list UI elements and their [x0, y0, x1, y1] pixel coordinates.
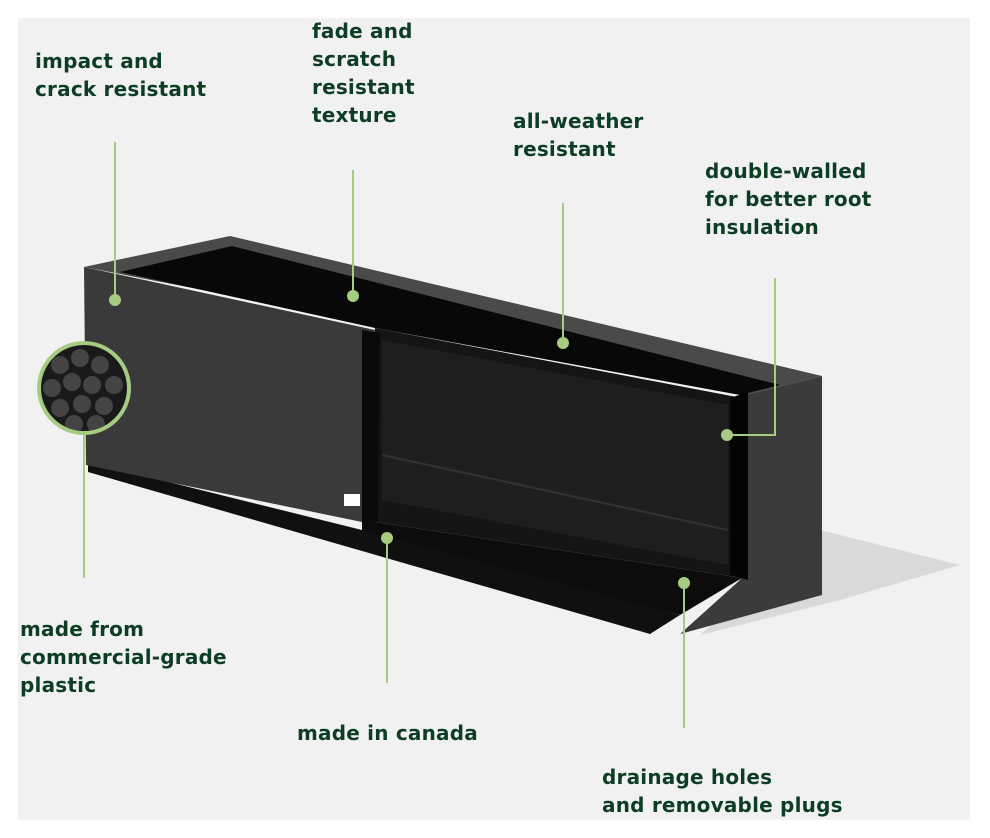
callout-text: texture — [312, 103, 397, 127]
callout-dots — [109, 290, 733, 589]
planter-cut-edge — [362, 330, 380, 522]
callout-text: plastic — [20, 673, 97, 697]
texture-magnifier — [37, 341, 131, 435]
callout-text: impact and — [35, 49, 163, 73]
brand-label — [344, 494, 360, 506]
callout-text: commercial-grade — [20, 645, 227, 669]
callout-text: double-walled — [705, 159, 867, 183]
callout-text: made from — [20, 617, 145, 641]
callout-text: scratch — [312, 47, 397, 71]
callout-weather: all-weather resistant — [513, 107, 643, 163]
planter-floor-base — [362, 520, 742, 615]
planter-right-end — [680, 376, 822, 634]
planter-front-bottom — [88, 462, 680, 634]
callout-text: crack resistant — [35, 77, 207, 101]
callout-text: insulation — [705, 215, 819, 239]
callout-double-walled: double-walled for better root insulation — [705, 157, 872, 241]
callout-lines — [83, 142, 776, 728]
liner-edge — [381, 454, 729, 531]
callout-text: all-weather — [513, 109, 644, 133]
planter-left-panel — [84, 267, 375, 522]
callout-text: drainage holes — [602, 765, 773, 789]
callout-impact: impact and crack resistant — [35, 47, 206, 103]
callout-text: for better root — [705, 187, 872, 211]
callout-text: made in canada — [297, 721, 478, 745]
planter-back-wall — [120, 246, 780, 395]
callout-drainage: drainage holes and removable plugs — [602, 763, 843, 819]
callout-text: resistant — [312, 75, 415, 99]
callout-fade: fade and scratch resistant texture — [312, 17, 415, 129]
callout-text: resistant — [513, 137, 616, 161]
inner-liner — [382, 340, 728, 565]
callout-text: and removable plugs — [602, 793, 843, 817]
planter-right-wall-inner — [730, 392, 748, 580]
callout-canada: made in canada — [297, 719, 478, 747]
callout-text: fade and — [312, 19, 413, 43]
callout-plastic: made from commercial-grade plastic — [20, 615, 227, 699]
